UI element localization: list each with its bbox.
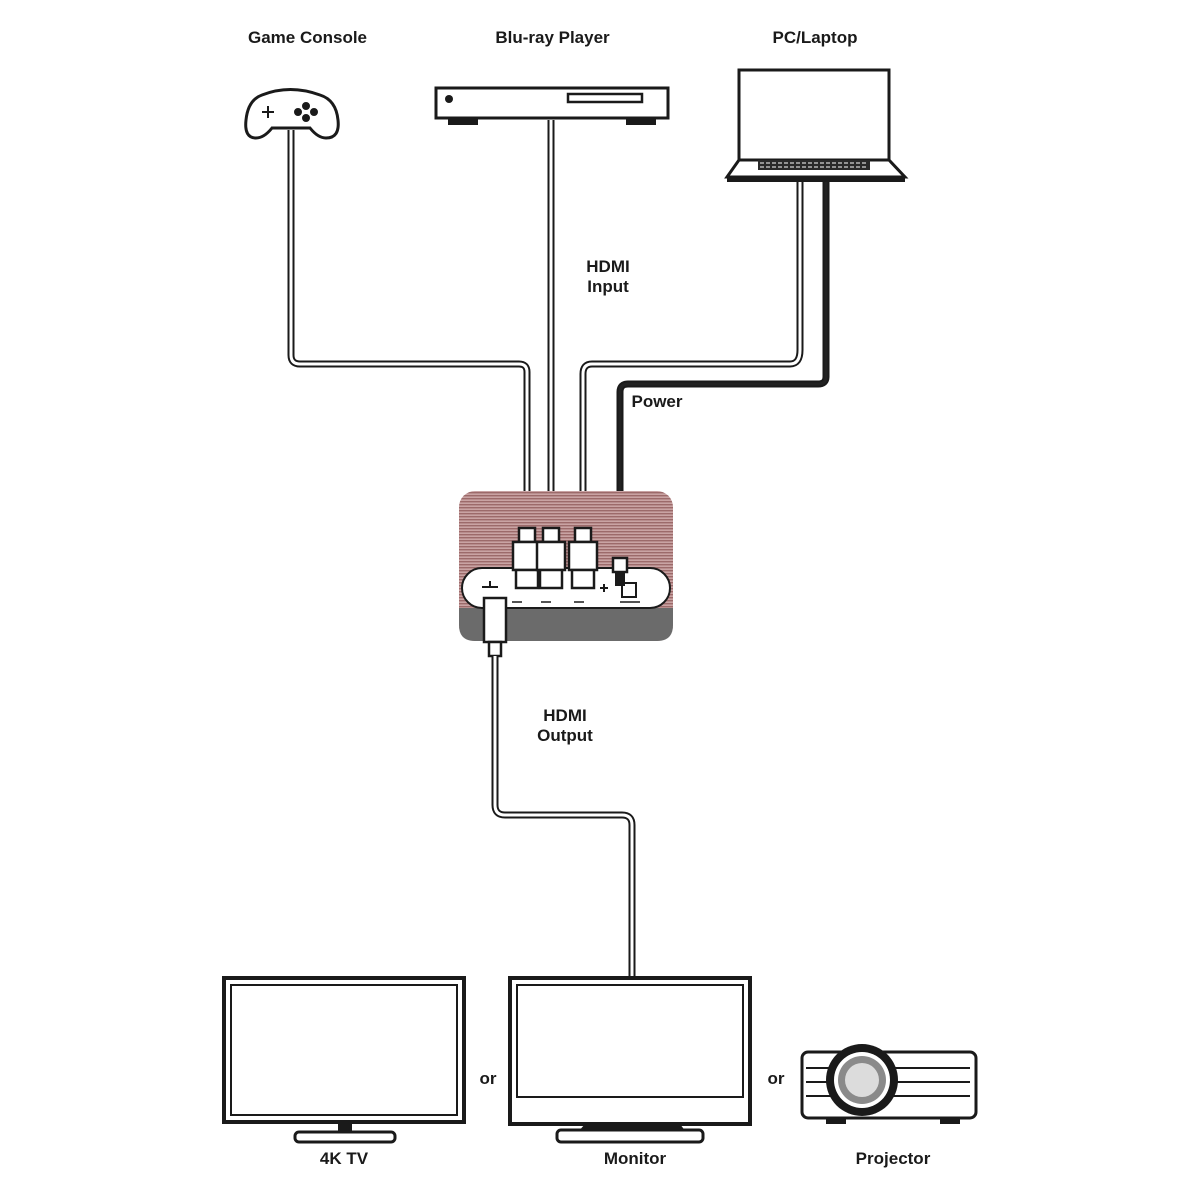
tv-icon [222,976,466,1144]
pc-laptop-label: PC/Laptop [772,28,858,47]
or-label-2: or [767,1069,785,1088]
monitor-icon [508,976,752,1144]
laptop-icon [724,68,909,182]
hdmi-output-label: HDMI Output [522,706,608,746]
hdmi-output-plug [482,596,508,658]
bluray-player-label: Blu-ray Player [495,28,610,47]
game-console-label: Game Console [247,28,368,47]
hdmi-output-line1: HDMI [543,706,587,725]
hdmi-input-line1: HDMI [586,257,630,276]
or-label-1: or [479,1069,497,1088]
projector-label: Projector [855,1149,931,1168]
monitor-label: Monitor [603,1149,667,1168]
hdmi-input-line2: Input [587,277,629,296]
game-controller-icon [244,88,340,140]
game-console-cable [287,130,531,545]
hdmi-input-label: HDMI Input [568,257,648,297]
hdmi-output-cable [491,656,636,978]
hdmi-input-cables [287,120,830,565]
projector-icon [800,1044,978,1124]
power-label: Power [631,392,683,411]
hdmi-output-line2: Output [537,726,593,745]
hdmi-plugs [511,526,599,590]
power-plug [611,556,629,586]
tv-label: 4K TV [319,1149,369,1168]
bluray-player-icon [434,86,670,125]
